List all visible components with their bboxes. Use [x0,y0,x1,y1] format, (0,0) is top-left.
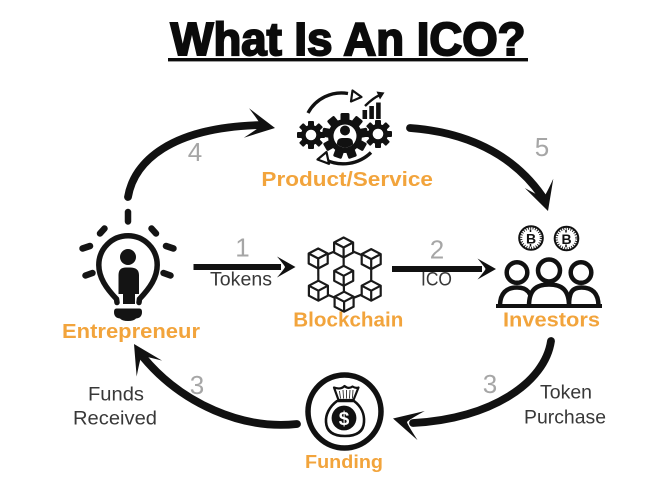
svg-text:Investors: Investors [503,310,600,332]
svg-text:Purchase: Purchase [524,407,606,429]
svg-text:$: $ [339,409,350,430]
svg-text:5: 5 [535,132,549,162]
svg-text:Blockchain: Blockchain [293,310,403,332]
svg-text:3: 3 [483,369,497,399]
svg-text:Funding: Funding [305,451,383,472]
svg-text:Tokens: Tokens [210,269,272,291]
svg-text:ICO: ICO [421,269,452,291]
svg-text:3: 3 [190,370,204,400]
svg-text:B: B [526,231,536,247]
svg-text:What Is An ICO?: What Is An ICO? [171,13,526,65]
svg-text:Received: Received [73,408,157,430]
svg-text:Funds: Funds [88,384,144,406]
svg-text:1: 1 [235,233,249,263]
svg-text:Token: Token [540,382,592,404]
svg-text:4: 4 [188,137,202,167]
svg-text:Product/Service: Product/Service [261,169,433,191]
svg-text:B: B [561,231,571,247]
svg-text:Entrepreneur: Entrepreneur [62,321,200,343]
svg-text:2: 2 [430,235,444,265]
